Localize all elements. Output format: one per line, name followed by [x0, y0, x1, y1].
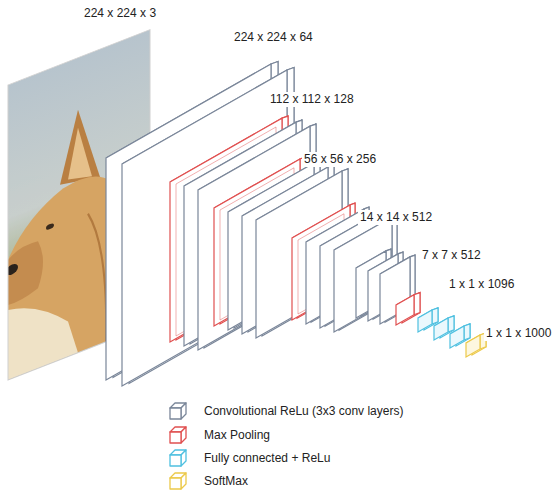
dimension-label: 224 x 224 x 3	[82, 6, 158, 21]
legend-entry: SoftMax	[166, 471, 248, 491]
legend-cube	[166, 448, 196, 468]
legend-label: Fully connected + ReLu	[204, 451, 330, 466]
legend-label: SoftMax	[204, 474, 248, 489]
layer-slab	[380, 255, 415, 324]
dimension-label: 56 x 56 x 256	[302, 152, 378, 167]
dimension-label: 1 x 1 x 1000	[484, 326, 553, 341]
dimension-label: 14 x 14 x 512	[358, 210, 434, 225]
legend-entry: Max Pooling	[166, 425, 270, 445]
legend-entry: Convolutional ReLu (3x3 conv layers)	[166, 401, 403, 421]
dimension-label: 7 x 7 x 512	[420, 248, 483, 263]
legend-entry: Fully connected + ReLu	[166, 448, 330, 468]
layer-blocks	[106, 62, 486, 387]
legend-cube	[166, 471, 196, 491]
legend-label: Convolutional ReLu (3x3 conv layers)	[204, 404, 403, 419]
dimension-label: 224 x 224 x 64	[232, 30, 315, 45]
layer-slab	[466, 333, 486, 357]
legend-label: Max Pooling	[204, 428, 270, 443]
legend-cube	[166, 401, 196, 421]
layer-slab	[396, 293, 420, 325]
dimension-label: 112 x 112 x 128	[268, 92, 356, 107]
dimension-label: 1 x 1 x 1096	[447, 277, 516, 292]
legend-cube	[166, 425, 196, 445]
